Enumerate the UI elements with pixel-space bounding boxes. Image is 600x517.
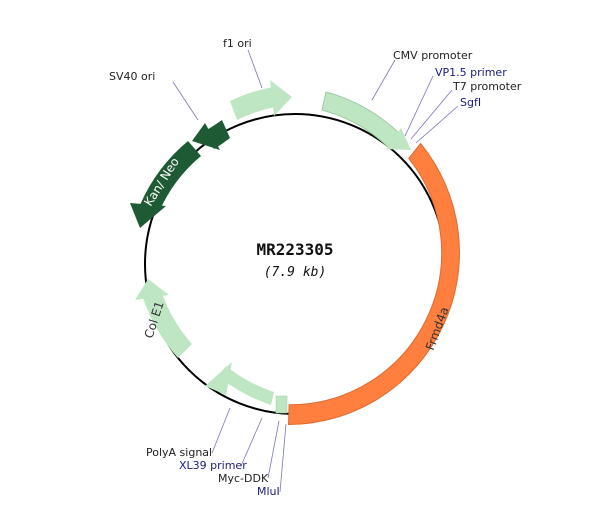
xl39-primer-label: XL39 primer	[179, 459, 247, 472]
polya-signal-leader	[211, 407, 231, 454]
leader-lines	[172, 49, 459, 493]
t7-promoter-label: T7 promoter	[452, 80, 522, 93]
kan-neo-arrowhead	[130, 203, 166, 228]
sv40-ori-arrowhead	[192, 123, 220, 150]
sgfi-leader	[415, 105, 459, 144]
kan-neo-feature	[140, 141, 201, 212]
mlui-leader	[279, 423, 287, 493]
f1-ori-label: f1 ori	[223, 37, 252, 50]
plasmid-size: (7.9 kb)	[264, 265, 327, 280]
myc-ddk-label: Myc-DDK	[218, 472, 269, 485]
col-e1-arrowhead	[135, 279, 169, 300]
f1-ori-leader	[247, 49, 263, 89]
polya-signal-feature	[218, 366, 274, 405]
myc-ddk-leader	[267, 420, 280, 479]
frmd4a-feature	[287, 142, 460, 426]
t7-promoter-leader	[410, 89, 453, 140]
f1-ori-feature	[230, 87, 276, 120]
plasmid-name: MR223305	[256, 240, 333, 259]
sgfi-label: SgfI	[460, 96, 481, 109]
mlui-label: MluI	[257, 485, 280, 498]
cmv-promoter-label: CMV promoter	[393, 49, 473, 62]
sv40-ori-label: SV40 ori	[109, 70, 155, 83]
cmv-promoter-arrowhead	[386, 128, 411, 150]
sv40-ori-leader	[172, 81, 199, 121]
cmv-promoter-leader	[371, 59, 396, 101]
polya-signal-label: PolyA signal	[146, 446, 212, 459]
col-e1-feature	[143, 293, 192, 358]
vp15-primer-leader	[404, 75, 434, 137]
myc-ddk-feature	[275, 395, 288, 414]
f1-ori-arrowhead	[270, 80, 292, 116]
xl39-primer-leader	[240, 417, 263, 467]
polya-signal-arrowhead	[205, 362, 232, 395]
vp15-primer-label: VP1.5 primer	[435, 66, 507, 79]
